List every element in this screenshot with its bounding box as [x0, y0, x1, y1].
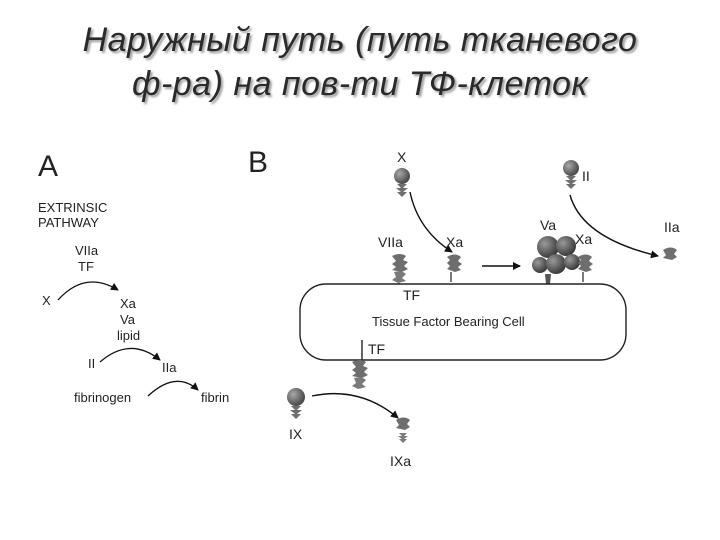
b-ix-label: IX	[289, 426, 303, 442]
a-viia-label: VIIa	[75, 243, 99, 258]
a-x-label: X	[42, 293, 51, 308]
b-ii-label: II	[582, 168, 590, 184]
a-lipid-label: lipid	[117, 328, 140, 343]
b-ixa-label: IXa	[390, 453, 411, 469]
factor-ixa-protein-icon	[396, 417, 410, 443]
b-tf-bottom-label: TF	[368, 341, 385, 357]
b-xa-label: Xa	[446, 234, 463, 250]
cell-label: Tissue Factor Bearing Cell	[372, 314, 525, 329]
a-ii-to-iia-arrow	[99, 347, 161, 363]
a-x-to-xa-arrow	[57, 281, 119, 301]
pathway-heading: PATHWAY	[38, 215, 99, 230]
tissue-factor-cell	[299, 283, 627, 361]
a-fibrinogen-label: fibrinogen	[74, 390, 131, 405]
a-va-label: Va	[120, 312, 136, 327]
panel-a-label: A	[38, 150, 58, 183]
a-iia-label: IIa	[162, 360, 177, 375]
b-xa-complex-label: Xa	[575, 231, 592, 247]
viia-membrane-protein-icon	[392, 254, 408, 300]
factor-ix-protein-icon	[287, 388, 305, 419]
b-x-to-xa-arrow	[409, 191, 453, 253]
b-x-label: X	[397, 149, 407, 165]
panel-b: B X II VIIa Xa Va Xa IIa	[248, 146, 680, 469]
extrinsic-heading: EXTRINSIC	[38, 200, 107, 215]
b-ii-to-iia-arrow	[569, 194, 659, 259]
title-line-1: Наружный путь (путь тканевого	[82, 21, 638, 59]
b-va-label: Va	[540, 217, 556, 233]
a-ii-label: II	[88, 356, 95, 371]
prothrombinase-complex-icon	[532, 236, 593, 284]
panel-b-label: B	[248, 146, 268, 179]
title-line-2: ф-ра) на пов-ти ТФ-клеток	[132, 65, 588, 103]
panel-a: A EXTRINSIC PATHWAY VIIa TF X Xa Va lipi…	[38, 150, 229, 405]
b-viia-label: VIIa	[378, 234, 403, 250]
b-tf-top-label: TF	[403, 287, 420, 303]
factor-x-protein-icon	[394, 168, 410, 197]
b-ix-to-ixa-arrow	[311, 392, 399, 419]
iia-protein-icon	[663, 247, 677, 260]
a-fibrin-label: fibrin	[201, 390, 229, 405]
a-tf-label: TF	[78, 259, 94, 274]
tf-bottom-membrane-protein-icon	[352, 340, 368, 389]
factor-ii-protein-icon	[563, 160, 579, 189]
b-iia-label: IIa	[664, 219, 680, 235]
xa-membrane-protein-icon	[447, 254, 462, 282]
a-fibrinogen-to-fibrin-arrow	[147, 380, 199, 397]
a-xa-label: Xa	[120, 296, 137, 311]
slide-title: Наружный путь (путь тканевого ф-ра) на п…	[0, 18, 720, 106]
